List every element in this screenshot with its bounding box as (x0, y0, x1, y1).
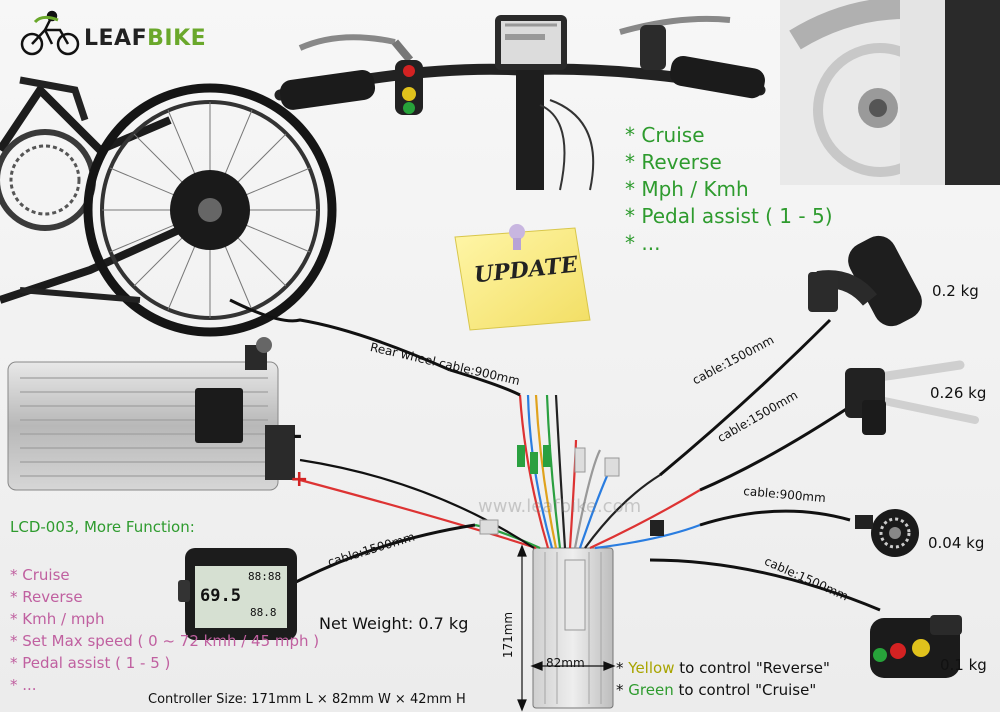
lcd-feature-item: * Cruise (10, 566, 70, 584)
note-text: to control "Reverse" (674, 659, 830, 677)
controller-size-text: Controller Size: 171mm L × 82mm W × 42mm… (148, 692, 466, 707)
throttle-photo (808, 235, 922, 327)
brake-lever-photo (845, 360, 979, 435)
controller-height-label: 171mm (501, 611, 515, 659)
wiring-harness (299, 394, 701, 550)
lcd-speed-readout: 69.5 (200, 586, 241, 606)
brake-weight: 0.26 kg (930, 384, 987, 402)
wire-connectors (479, 445, 664, 536)
lcd-display-photo (178, 548, 297, 640)
leafbike-logo-icon (20, 10, 80, 56)
green-word: Green (628, 681, 674, 699)
switch-note-green: * Green to control "Cruise" (616, 679, 830, 701)
battery-photo (7, 337, 295, 491)
lcd-feature-item: * Pedal assist ( 1 - 5 ) (10, 654, 171, 672)
brand-name-accent: BIKE (147, 26, 207, 51)
throttle-weight: 0.2 kg (932, 282, 979, 300)
brand-logo[interactable]: LEAFBIKE (84, 26, 206, 51)
lcd-feature-item: * Kmh / mph (10, 610, 105, 628)
note-prefix: * (616, 681, 629, 699)
lcd-feature-list: * Cruise * Reverse * Kmh / mph * Set Max… (10, 564, 319, 696)
lcd-trip-readout: 88.8 (250, 606, 277, 619)
lcd-odo-readout: 88:88 (248, 570, 282, 583)
handlebar-photo (274, 15, 766, 191)
pas-sensor-photo (855, 509, 919, 557)
net-weight-label: Net Weight: 0.7 kg (319, 614, 469, 633)
controller-photo (532, 547, 614, 709)
battery-plus-sign: + (290, 467, 309, 492)
yellow-word: Yellow (628, 659, 675, 677)
pas-weight: 0.04 kg (928, 534, 985, 552)
switch-note-yellow: * Yellow to control "Reverse" (616, 657, 830, 679)
feature-item: * Cruise (625, 123, 705, 147)
feature-item: * Reverse (625, 150, 722, 174)
lcd-feature-item: * ... (10, 676, 37, 694)
controller-width-label: 82mm (546, 656, 585, 670)
note-prefix: * (616, 659, 629, 677)
lcd-feature-item: * Set Max speed ( 0 ~ 72 kmh / 45 mph ) (10, 632, 320, 650)
dimension-arrows (517, 544, 616, 712)
feature-item: * ... (625, 231, 661, 255)
lcd-feature-item: * Reverse (10, 588, 83, 606)
feature-item: * Pedal assist ( 1 - 5) (625, 204, 833, 228)
feature-item: * Mph / Kmh (625, 177, 749, 201)
note-text: to control "Cruise" (673, 681, 817, 699)
battery-minus-sign: - (293, 424, 303, 449)
update-sticky-note (454, 224, 591, 331)
switch-notes: * Yellow to control "Reverse" * Green to… (616, 657, 830, 701)
top-feature-list: * Cruise * Reverse * Mph / Kmh * Pedal a… (625, 122, 833, 257)
switch-weight: 0.1 kg (940, 656, 987, 674)
watermark-url: www.leafbike.com (478, 496, 642, 517)
front-fork-photo (780, 0, 1000, 185)
brand-name-dark: LEAF (84, 26, 148, 51)
lcd-section-title: LCD-003, More Function: (10, 518, 195, 536)
function-switch-photo (870, 615, 962, 678)
rear-wheel-photo (0, 76, 451, 372)
